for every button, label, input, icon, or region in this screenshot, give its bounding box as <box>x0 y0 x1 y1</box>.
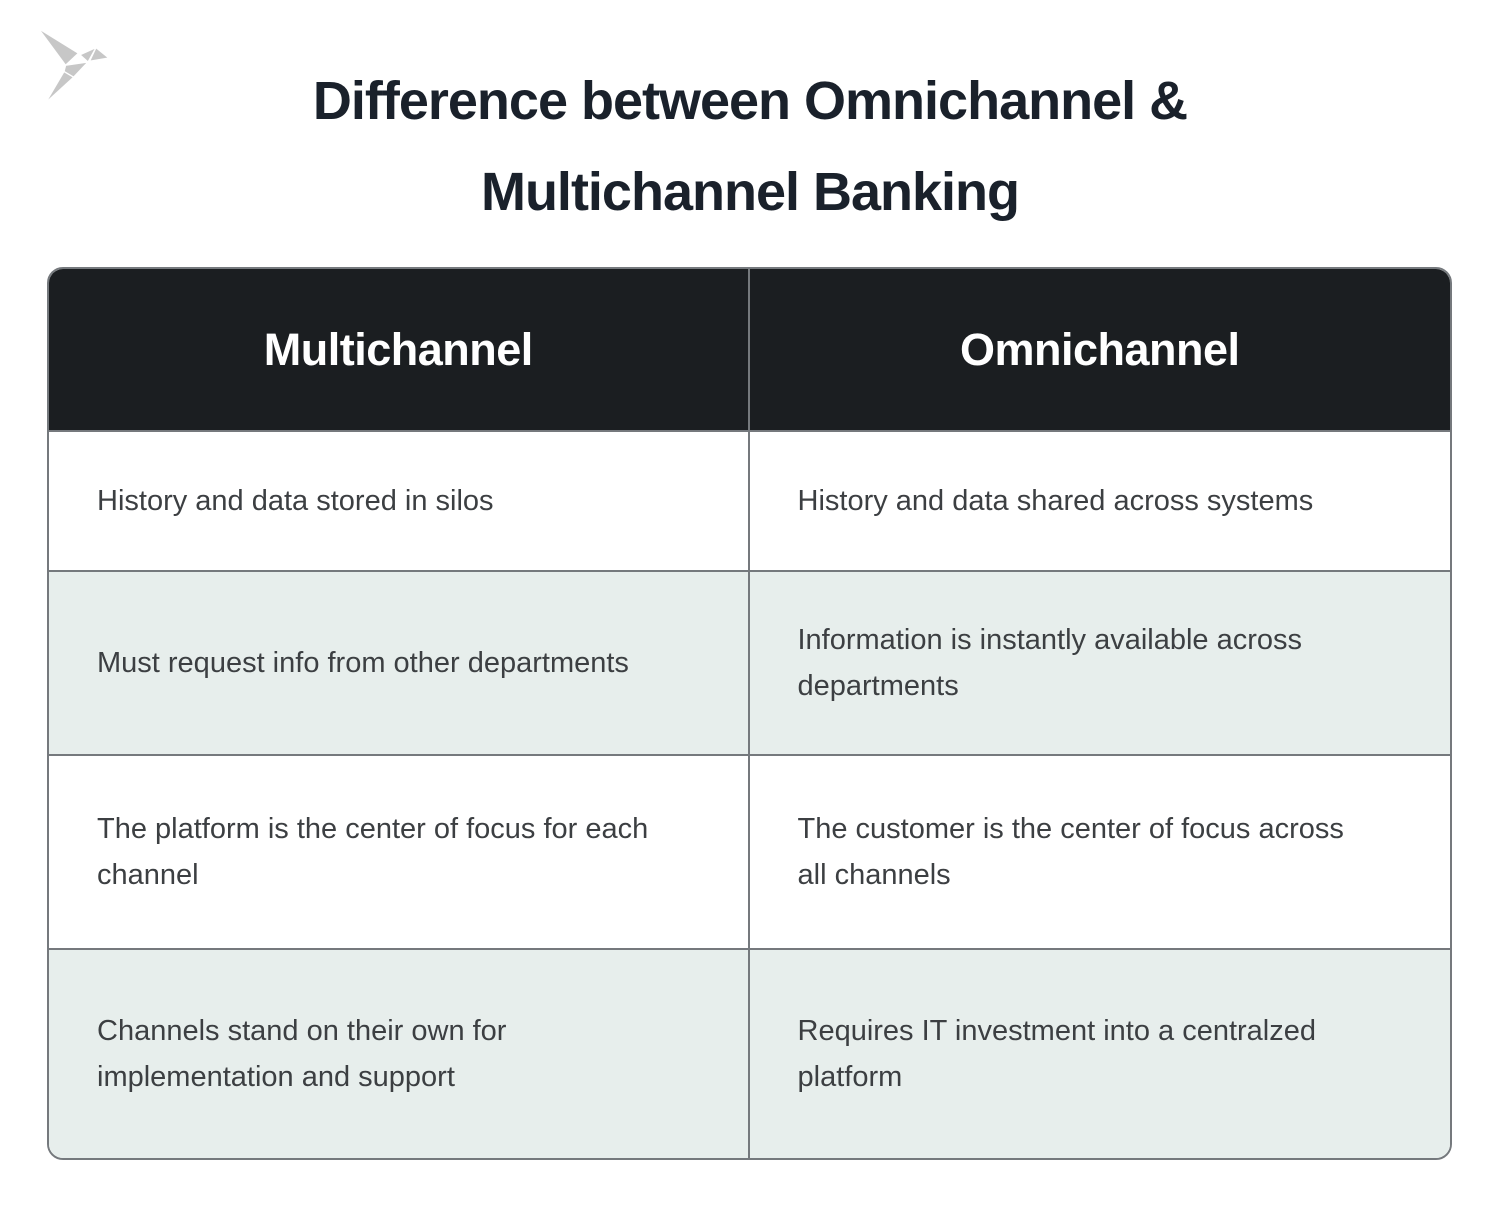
table-row: The platform is the center of focus for … <box>49 754 1450 948</box>
cell-omnichannel-3: The customer is the center of focus acro… <box>797 812 1344 891</box>
comparison-table: Multichannel Omnichannel History and dat… <box>47 267 1452 1160</box>
page-title: Difference between Omnichannel & Multich… <box>0 56 1500 238</box>
table-row: Must request info from other departments… <box>49 570 1450 754</box>
cell-multichannel-3: The platform is the center of focus for … <box>49 756 750 948</box>
table-header-row: Multichannel Omnichannel <box>49 269 1450 430</box>
cell-omnichannel-4: Requires IT investment into a centralzed… <box>797 1014 1317 1093</box>
cell-omnichannel-1: History and data shared across systems <box>797 484 1314 517</box>
origami-bird-logo <box>24 20 120 112</box>
column-header-multichannel: Multichannel <box>49 269 750 430</box>
origami-bird-icon <box>37 27 110 104</box>
cell-multichannel-2: Must request info from other departments <box>49 572 750 754</box>
cell-omnichannel-2: Information is instantly available acros… <box>797 623 1303 702</box>
cell-multichannel-1: History and data stored in silos <box>49 432 750 570</box>
table-row: History and data stored in silos History… <box>49 430 1450 570</box>
page-title-line2: Multichannel Banking <box>480 162 1020 222</box>
table-row: Channels stand on their own for implemen… <box>49 948 1450 1158</box>
page-title-line1: Difference between Omnichannel & <box>312 71 1188 131</box>
column-header-omnichannel: Omnichannel <box>959 323 1240 375</box>
cell-multichannel-4: Channels stand on their own for implemen… <box>49 950 750 1158</box>
